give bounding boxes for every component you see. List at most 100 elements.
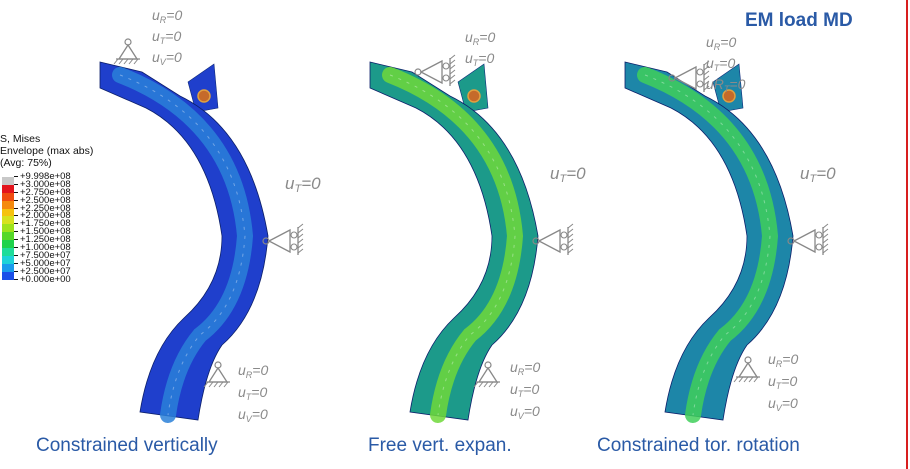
bc-subscript: T [713,63,720,73]
legend-swatch [2,177,14,185]
bc-subscript: V [159,57,166,67]
bc-subscript: V [245,414,252,424]
bc-value: =0 [251,406,268,422]
bc-subscript: V [775,403,782,413]
legend-tick [14,231,18,233]
coil-lug [187,63,219,113]
bc-subscript: T [517,389,524,399]
legend-level: +2.250e+08 [0,202,130,217]
bc-value: =0 [478,50,495,66]
support-hatch [488,381,494,388]
support-hatch [449,54,456,60]
support-hatch [733,376,739,383]
bc-symbol: u [152,7,160,23]
bc-symbol: u [152,28,160,44]
legend-level: +1.250e+08 [0,234,130,249]
bc-label: uV=0 [238,407,268,424]
stress-hotspot [722,89,736,103]
legend-level: +3.000e+08 [0,180,130,193]
bc-symbol: u [800,164,810,183]
legend-value: +1.500e+08 [20,226,71,238]
support-hatch [478,381,484,388]
support-hatch [703,65,710,71]
bc-value: =0 [782,351,799,367]
stress-legend: S, Mises Envelope (max abs) (Avg: 75%) +… [0,133,130,284]
legend-swatch [2,216,14,225]
support-roller [696,68,704,76]
bc-label: uV=0 [152,50,182,67]
legend-level: +5.000e+07 [0,257,130,272]
support-triangle [673,65,697,91]
support-hatch [822,223,829,229]
bc-value: =0 [301,174,321,193]
support-hatch [567,228,574,234]
legend-swatch [2,224,14,233]
support-hatch [822,243,829,249]
legend-value: +2.500e+07 [20,265,71,277]
legend-level: +7.500e+07 [0,251,130,264]
legend-level: +2.750e+08 [0,188,130,201]
support-hatch [748,376,754,383]
bc-subscript: R [775,359,783,369]
legend-value: +2.000e+08 [20,210,71,222]
legend-tick [14,239,18,241]
legend-tick [14,183,18,185]
support-hatch [493,381,499,388]
bc-symbol: u [510,403,518,419]
coil-lug [712,63,744,113]
bc-value: =0 [729,76,746,92]
support-hatch [753,376,759,383]
support-hatch [822,238,829,244]
support-roller [815,243,823,251]
stress-hotspot [467,89,481,103]
support-hatch [297,248,304,254]
coil-panel [624,60,829,420]
legend-tick [14,223,18,225]
support-hatch [449,74,456,80]
bc-symbol: u [768,351,776,367]
legend-value: +1.000e+08 [20,242,71,254]
bc-label: uT=0 [152,29,181,46]
bc-subscript: R [472,37,480,47]
bc-symbol: u [465,50,473,66]
support-hatch [822,248,829,254]
support-triangle [477,366,499,383]
bc-label: uR=0 [706,35,736,52]
legend-swatch [2,263,14,272]
legend-value: +2.250e+08 [20,202,71,214]
legend-title-line: Envelope (max abs) [0,145,94,157]
bc-subscript: R [713,42,721,52]
legend-level: +1.000e+08 [0,242,130,257]
bc-subscript: V [517,411,524,421]
support-triangle [207,366,229,383]
bc-value: =0 [566,164,586,183]
bc-symbol: u [465,29,473,45]
bc-label: uR=0 [768,352,798,369]
bc-label: uT=0 [550,165,586,185]
bc-value: =0 [166,7,183,23]
support-roller [442,62,450,70]
legend-swatch [2,200,14,209]
support-hatch [297,238,304,244]
bc-value: =0 [781,395,798,411]
legend-swatch [2,248,14,257]
support-hatch [203,381,209,388]
legend-swatch [2,184,14,193]
legend-swatch [2,255,14,264]
bc-subscript: T [472,58,479,68]
bc-label: uT=0 [285,175,321,195]
bc-label: uT=0 [238,385,267,402]
support-triangle [419,59,443,85]
bc-label: uRT=0 [706,77,745,94]
support-hatch [449,79,456,85]
support-hatch [703,60,710,66]
coil-lug [457,63,489,113]
support-hatch [218,381,224,388]
support-hatch [567,233,574,239]
bc-label: uV=0 [510,404,540,421]
legend-tick [14,278,18,280]
bc-value: =0 [720,34,737,50]
legend-value: +1.250e+08 [20,234,71,246]
legend-tick [14,215,18,217]
legend-value: +5.000e+07 [20,257,71,269]
